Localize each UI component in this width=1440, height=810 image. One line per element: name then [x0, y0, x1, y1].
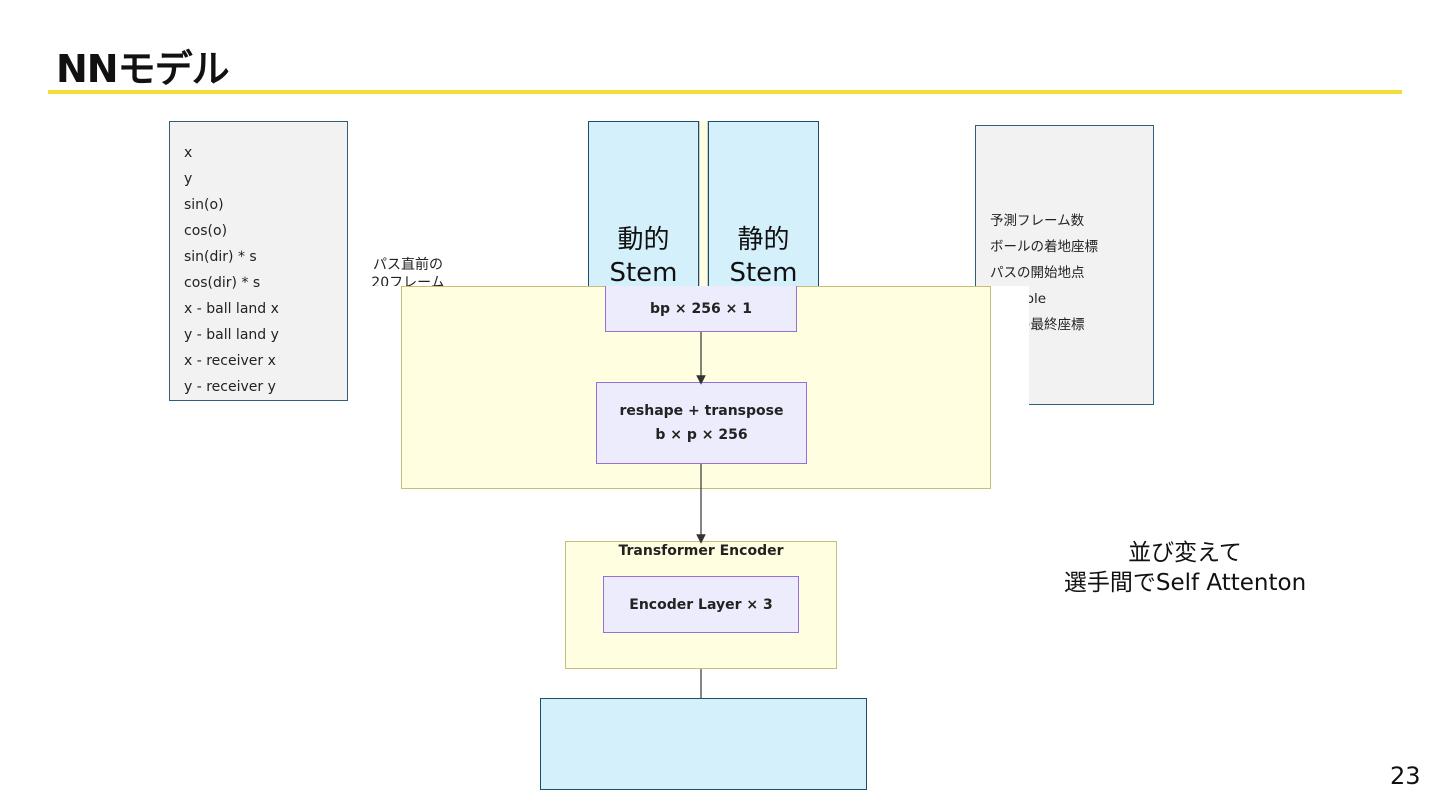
encoder-layer-node: Encoder Layer × 3	[603, 576, 799, 633]
annotation-line2: 選手間でSelf Attenton	[1063, 570, 1307, 596]
dynamic-stem-label-en: Stem	[609, 258, 678, 288]
static-feature-item: ボールの着地座標	[990, 239, 1098, 255]
self-attention-annotation: 並び変えて 選手間でSelf Attenton	[1030, 538, 1340, 598]
dynamic-feature-item: y - receiver y	[184, 379, 276, 395]
static-feature-item: 予測フレーム数	[990, 213, 1085, 229]
static-stem-label-jp: 静的	[737, 225, 790, 255]
pass-window-note: パス直前の 20フレーム	[358, 256, 458, 286]
pass-note-line2: 20フレーム	[371, 275, 445, 286]
dynamic-feature-item: x - ball land x	[184, 301, 279, 317]
dynamic-stem-label-jp: 動的	[617, 225, 670, 255]
reshape-node: reshape + transpose b × p × 256	[596, 382, 807, 464]
static-features-list: 予測フレーム数ボールの着地座標パスの開始地点ャーRoleャーの最終座標	[990, 208, 1153, 338]
overlay-mask	[991, 286, 1029, 406]
dynamic-feature-item: x	[184, 145, 193, 161]
transformer-encoder-title: Transformer Encoder	[618, 543, 784, 559]
page-number: 23	[1390, 762, 1421, 790]
stem-divider	[699, 121, 708, 291]
static-features-box: 予測フレーム数ボールの着地座標パスの開始地点ャーRoleャーの最終座標	[975, 125, 1154, 405]
reshape-label-line1: reshape + transpose	[619, 403, 784, 419]
dynamic-feature-item: y - ball land y	[184, 327, 279, 343]
dynamic-feature-item: x - receiver x	[184, 353, 276, 369]
annotation-line1: 並び変えて	[1128, 540, 1242, 566]
dynamic-feature-item: y	[184, 171, 193, 187]
pass-note-line1: パス直前の	[373, 257, 443, 273]
dynamic-stem: 動的 Stem	[588, 121, 699, 301]
static-feature-item: パスの開始地点	[990, 265, 1085, 281]
dynamic-feature-item: sin(dir) * s	[184, 249, 257, 265]
bp-shape-node: bp × 256 × 1	[605, 286, 797, 332]
dynamic-feature-item: sin(o)	[184, 197, 224, 213]
bp-shape-label: bp × 256 × 1	[650, 300, 752, 317]
encoder-layer-label: Encoder Layer × 3	[629, 596, 773, 613]
dynamic-feature-item: cos(o)	[184, 223, 228, 239]
output-node	[540, 698, 867, 790]
slide-title: NNモデル	[56, 47, 230, 91]
static-stem: 静的 Stem	[708, 121, 819, 301]
dynamic-feature-item: cos(dir) * s	[184, 275, 261, 291]
static-stem-label-en: Stem	[729, 258, 798, 288]
title-underline	[48, 90, 1402, 94]
reshape-label-line2: b × p × 256	[655, 427, 748, 443]
